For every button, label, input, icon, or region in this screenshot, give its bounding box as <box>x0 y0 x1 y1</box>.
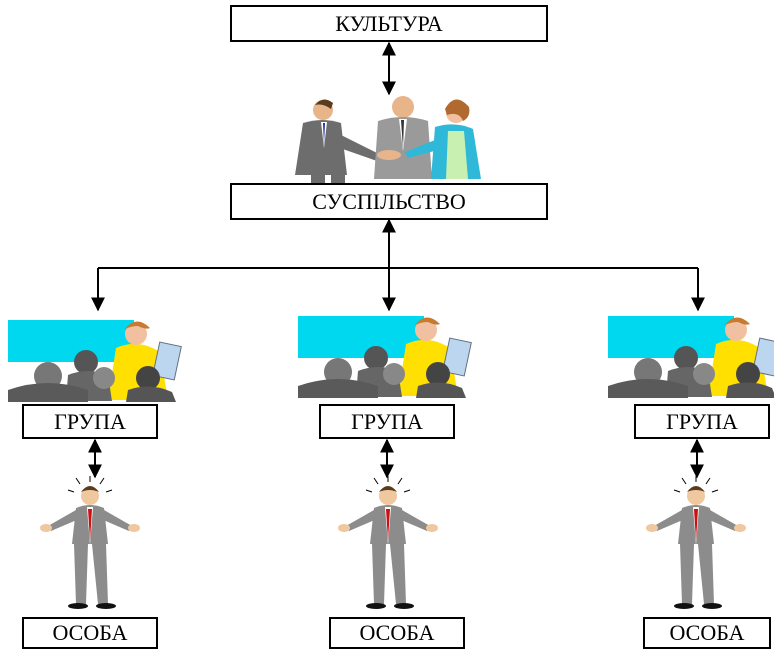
meeting-group-clipart-3 <box>608 316 774 398</box>
meeting-group-clipart-2 <box>298 316 472 398</box>
group-box-2: ГРУПА <box>319 404 455 439</box>
group-box-1: ГРУПА <box>22 404 158 439</box>
group-box-3: ГРУПА <box>634 404 770 439</box>
confused-businessman-clipart-3 <box>646 476 746 609</box>
confused-businessman-clipart-1 <box>40 476 140 609</box>
person-box-3: ОСОБА <box>643 617 771 649</box>
culture-box: КУЛЬТУРА <box>230 5 548 42</box>
meeting-group-clipart-1 <box>8 320 182 402</box>
business-people-handshake-clipart <box>295 96 481 185</box>
society-box: СУСПІЛЬСТВО <box>230 183 548 220</box>
person-box-1: ОСОБА <box>22 617 158 649</box>
confused-businessman-clipart-2 <box>338 476 438 609</box>
person-box-2: ОСОБА <box>329 617 465 649</box>
